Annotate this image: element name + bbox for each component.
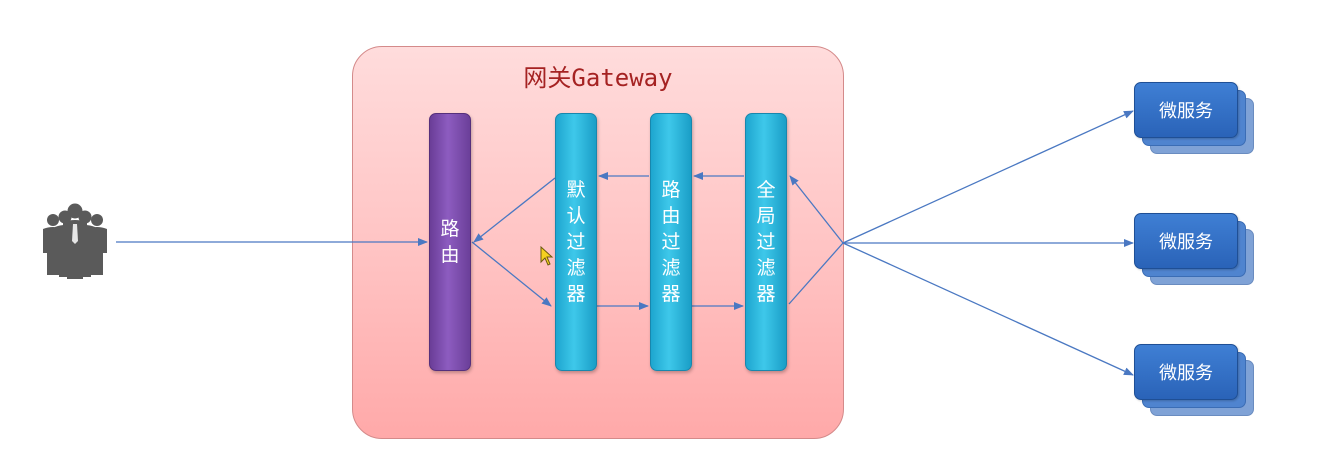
mouse-cursor-icon	[540, 246, 554, 266]
arrow-hub-to-global-filter	[789, 175, 844, 244]
default-filter-label: 默认过滤器	[566, 179, 586, 305]
gateway-title: 网关Gateway	[523, 64, 673, 92]
arrow-default-filter-to-route	[473, 177, 556, 243]
route-bar: 路由	[429, 113, 471, 371]
arrow-route-to-default-filter	[471, 241, 552, 307]
arrow-hub-to-service-3	[842, 242, 1134, 376]
microservice-label: 微服务	[1134, 344, 1238, 400]
global-filter-bar: 全局过滤器	[745, 113, 787, 371]
route-filter-label: 路由过滤器	[661, 179, 681, 305]
microservice-label: 微服务	[1134, 213, 1238, 269]
arrow-global-filter-to-hub	[788, 242, 844, 305]
microservice-box: 微服务	[1134, 344, 1256, 416]
arrow-hub-to-service-1	[842, 110, 1134, 244]
route-bar-label: 路由	[440, 218, 460, 266]
default-filter-bar: 默认过滤器	[555, 113, 597, 371]
global-filter-label: 全局过滤器	[756, 179, 776, 305]
microservice-box: 微服务	[1134, 82, 1256, 154]
people-group-icon	[43, 203, 107, 279]
microservice-label: 微服务	[1134, 82, 1238, 138]
route-filter-bar: 路由过滤器	[650, 113, 692, 371]
microservice-box: 微服务	[1134, 213, 1256, 285]
